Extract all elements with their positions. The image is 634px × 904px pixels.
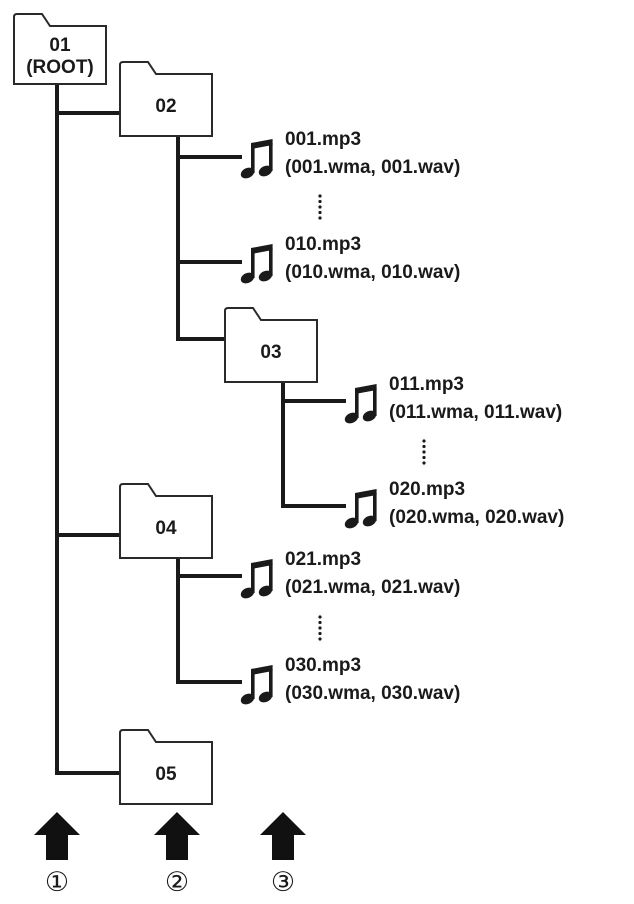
vertical-ellipsis-icon	[422, 439, 426, 465]
omitted-files-markers	[318, 194, 426, 641]
music-note-icon	[240, 244, 273, 284]
level-1-marker: ①	[34, 812, 80, 898]
folder-05: 05	[119, 729, 213, 805]
file-001: 001.mp3 (001.wma, 001.wav)	[240, 129, 460, 179]
tree-connectors	[55, 84, 346, 775]
file-010: 010.mp3 (010.wma, 010.wav)	[240, 234, 460, 284]
folder-label: 05	[155, 764, 177, 785]
vertical-ellipsis-icon	[318, 194, 322, 220]
file-alt-formats: (021.wma, 021.wav)	[285, 577, 460, 598]
folder-icon	[119, 61, 213, 137]
file-alt-formats: (010.wma, 010.wav)	[285, 262, 460, 283]
file-alt-formats: (011.wma, 011.wav)	[389, 402, 562, 423]
tree-connector-line	[176, 558, 242, 684]
file-name: 030.mp3	[285, 655, 361, 676]
file-alt-formats: (020.wma, 020.wav)	[389, 507, 564, 528]
folder-label: 01	[49, 35, 71, 56]
file-020: 020.mp3 (020.wma, 020.wav)	[344, 479, 564, 529]
folder-icon	[119, 483, 213, 559]
folder-04: 04	[119, 483, 213, 559]
folder-icon	[224, 307, 318, 383]
vertical-ellipsis-icon	[318, 615, 322, 641]
file-011: 011.mp3 (011.wma, 011.wav)	[344, 374, 562, 424]
file-030: 030.mp3 (030.wma, 030.wav)	[240, 655, 460, 705]
level-number: ①	[45, 867, 69, 898]
file-name: 001.mp3	[285, 129, 361, 150]
folder-01: 01(ROOT)	[13, 13, 107, 85]
level-3-marker: ③	[260, 812, 306, 898]
up-arrow-icon	[154, 812, 200, 860]
folder-label: 04	[155, 518, 177, 539]
files-layer: 001.mp3 (001.wma, 001.wav) 010.mp3 (010.wma…	[240, 129, 564, 705]
folder-icon	[13, 13, 107, 85]
file-name: 010.mp3	[285, 234, 361, 255]
folders-layer: 01(ROOT) 02 03 04 05	[13, 13, 318, 805]
music-note-icon	[240, 139, 273, 179]
folder-icon	[119, 729, 213, 805]
folder-label: (ROOT)	[26, 57, 94, 78]
music-note-icon	[240, 665, 273, 705]
file-alt-formats: (030.wma, 030.wav)	[285, 683, 460, 704]
folder-label: 02	[155, 96, 176, 117]
tree-connector-line	[281, 382, 346, 508]
file-name: 011.mp3	[389, 374, 464, 395]
level-number: ③	[271, 867, 295, 898]
file-name: 020.mp3	[389, 479, 465, 500]
music-note-icon	[344, 384, 377, 424]
level-number: ②	[165, 867, 189, 898]
level-2-marker: ②	[154, 812, 200, 898]
folder-02: 02	[119, 61, 213, 137]
music-note-icon	[240, 559, 273, 599]
up-arrow-icon	[34, 812, 80, 860]
file-alt-formats: (001.wma, 001.wav)	[285, 157, 460, 178]
folder-levels-legend: ① ② ③	[34, 812, 306, 898]
folder-label: 03	[260, 342, 281, 363]
file-021: 021.mp3 (021.wma, 021.wav)	[240, 549, 460, 599]
tree-connector-line	[176, 136, 225, 341]
music-note-icon	[344, 489, 377, 529]
folder-03: 03	[224, 307, 318, 383]
file-name: 021.mp3	[285, 549, 361, 570]
up-arrow-icon	[260, 812, 306, 860]
tree-connector-line	[55, 84, 120, 775]
